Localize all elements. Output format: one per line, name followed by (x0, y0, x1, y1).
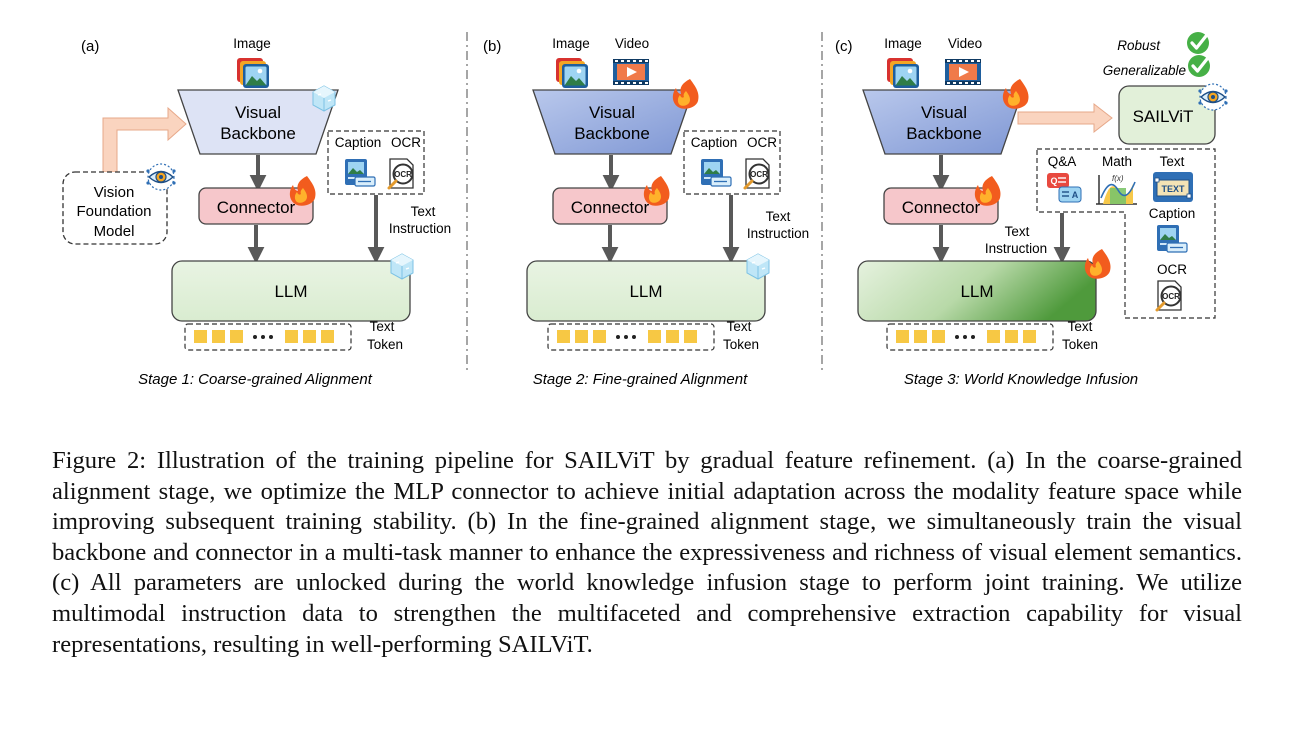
ice-cube-icon (390, 253, 414, 280)
llm-label: LLM (274, 282, 307, 301)
connector-box (883, 187, 999, 225)
llm-box (526, 260, 766, 322)
property-robust: Robust (1117, 38, 1161, 53)
qa-icon: Q A (1047, 173, 1082, 203)
panel-label: (c) (835, 38, 853, 55)
llm-box (857, 260, 1097, 322)
fire-icon (1002, 79, 1029, 109)
text-token-label: Text (727, 319, 752, 334)
image-stack-icon (237, 58, 269, 88)
video-film-icon (613, 59, 649, 85)
connector-label: Connector (217, 198, 296, 217)
input-label-image: Image (884, 36, 922, 51)
text-instruction-label: Text (411, 204, 436, 219)
visual-backbone-label: Backbone (220, 124, 296, 143)
vision-foundation-model-box (62, 171, 168, 245)
visual-backbone-label: Backbone (906, 124, 982, 143)
vfm-label: Foundation (76, 203, 151, 220)
input-label-video: Video (948, 36, 982, 51)
property-generalizable: Generalizable (1103, 63, 1186, 78)
image-stack-icon (556, 58, 588, 88)
data-type-caption: Caption (1149, 206, 1196, 221)
visual-backbone-label: Backbone (574, 124, 650, 143)
connector-box (198, 187, 314, 225)
fire-icon (289, 176, 316, 206)
transfer-arrow (102, 106, 187, 173)
panel-label: (a) (81, 38, 99, 55)
llm-box (171, 260, 411, 322)
panel-c: (c) Image Video Visual Backbone SAILViT … (835, 30, 1229, 388)
text-token-label: Token (723, 337, 759, 352)
text-box-icon: TEXT (1153, 172, 1193, 202)
panel-a: (a) Image Visual Backbone Vision Foundat… (62, 36, 451, 388)
ocr-icon (1155, 279, 1183, 312)
fire-icon (974, 176, 1001, 206)
input-label-video: Video (615, 36, 649, 51)
green-check-icon (1185, 30, 1211, 56)
visual-backbone (177, 89, 339, 155)
ice-cube-icon (746, 253, 770, 280)
svg-text:f(x): f(x) (1112, 174, 1124, 183)
sailvit-label: SAILViT (1133, 107, 1194, 126)
stage-title: Stage 2: Fine-grained Alignment (533, 371, 748, 388)
sailvit-box (1118, 85, 1216, 145)
image-stack-icon (887, 58, 919, 88)
vfm-label: Vision (94, 184, 135, 201)
connector-box (552, 187, 668, 225)
stage-title: Stage 3: World Knowledge Infusion (904, 371, 1138, 388)
data-type-text: Text (1160, 154, 1185, 169)
connector-label: Connector (902, 198, 981, 217)
data-type-caption: Caption (691, 135, 738, 150)
data-type-caption: Caption (335, 135, 382, 150)
connector-label: Connector (571, 198, 650, 217)
ice-cube-icon (312, 85, 336, 112)
text-instruction-label: Text (1005, 224, 1030, 239)
data-type-ocr: OCR (747, 135, 777, 150)
video-film-icon (945, 59, 981, 85)
text-instruction-label: Instruction (985, 241, 1047, 256)
text-token-label: Text (370, 319, 395, 334)
llm-label: LLM (629, 282, 662, 301)
panel-label: (b) (483, 38, 501, 55)
visual-backbone-label: Visual (235, 103, 281, 122)
svg-text:Q: Q (1050, 176, 1057, 186)
data-type-ocr: OCR (1157, 262, 1187, 277)
text-token-label: Token (1062, 337, 1098, 352)
stage-title: Stage 1: Coarse-grained Alignment (138, 371, 373, 388)
ocr-icon (387, 157, 415, 190)
input-label-image: Image (233, 36, 271, 51)
figure-caption: Figure 2: Illustration of the training p… (52, 447, 1242, 658)
data-type-qa: Q&A (1048, 154, 1077, 169)
text-token-label: Text (1068, 319, 1093, 334)
data-type-math: Math (1102, 154, 1132, 169)
llm-label: LLM (960, 282, 993, 301)
visual-backbone-label: Visual (589, 103, 635, 122)
vfm-label: Model (94, 223, 135, 240)
green-check-icon (1186, 53, 1212, 79)
text-token-label: Token (367, 337, 403, 352)
training-pipeline-figure: OCR (a) Image (62, 30, 1229, 388)
text-instruction-label: Instruction (747, 226, 809, 241)
svg-text:TEXT: TEXT (1161, 184, 1185, 194)
visual-backbone (862, 89, 1024, 155)
panel-b: (b) Image Video Visual Backbone Connecto… (483, 36, 809, 388)
ocr-icon (743, 157, 771, 190)
text-instruction-label: Instruction (389, 221, 451, 236)
svg-text:A: A (1072, 190, 1079, 200)
transfer-arrow (1017, 102, 1113, 134)
fire-icon (1084, 249, 1111, 279)
visual-backbone (532, 89, 694, 155)
input-label-image: Image (552, 36, 590, 51)
data-type-ocr: OCR (391, 135, 421, 150)
text-instruction-label: Text (766, 209, 791, 224)
fire-icon (672, 79, 699, 109)
visual-backbone-label: Visual (921, 103, 967, 122)
math-chart-icon: f(x) (1096, 174, 1137, 205)
fire-icon (643, 176, 670, 206)
